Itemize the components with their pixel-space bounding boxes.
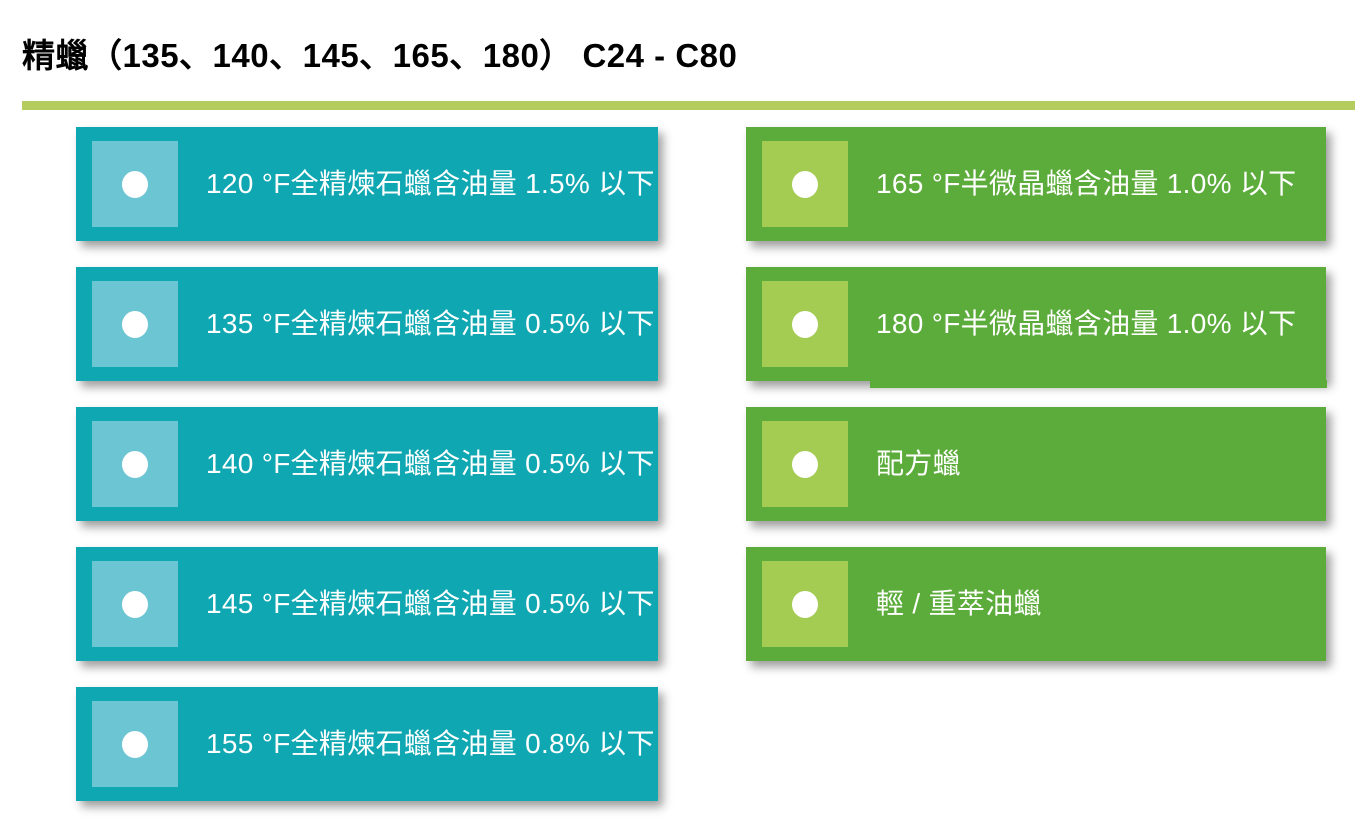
filled-circle-icon bbox=[122, 590, 148, 618]
filled-circle-icon bbox=[792, 310, 818, 338]
filled-circle-icon bbox=[792, 170, 818, 198]
list-item[interactable]: 180 °F半微晶蠟含油量 1.0% 以下 bbox=[746, 267, 1327, 388]
filled-circle-icon bbox=[792, 590, 818, 618]
bullet-icon-box bbox=[92, 701, 178, 787]
list-item[interactable]: 配方蠟 bbox=[746, 407, 1326, 521]
filled-circle-icon bbox=[122, 450, 148, 478]
list-item[interactable]: 120 °F全精煉石蠟含油量 1.5% 以下 bbox=[76, 127, 658, 241]
list-item-label: 145 °F全精煉石蠟含油量 0.5% 以下 bbox=[206, 588, 655, 620]
filled-circle-icon bbox=[122, 730, 148, 758]
list-item-label: 135 °F全精煉石蠟含油量 0.5% 以下 bbox=[206, 308, 655, 340]
filled-circle-icon bbox=[122, 310, 148, 338]
list-item-label: 120 °F全精煉石蠟含油量 1.5% 以下 bbox=[206, 168, 655, 200]
right-card-column: 165 °F半微晶蠟含油量 1.0% 以下 180 °F半微晶蠟含油量 1.0%… bbox=[746, 127, 1327, 661]
bullet-icon-box bbox=[92, 281, 178, 367]
title-underline-rule bbox=[22, 101, 1355, 110]
bullet-icon-box bbox=[92, 141, 178, 227]
list-item-label: 155 °F全精煉石蠟含油量 0.8% 以下 bbox=[206, 728, 655, 760]
list-item[interactable]: 165 °F半微晶蠟含油量 1.0% 以下 bbox=[746, 127, 1326, 241]
list-item[interactable]: 155 °F全精煉石蠟含油量 0.8% 以下 bbox=[76, 687, 658, 801]
bullet-icon-box bbox=[762, 561, 848, 647]
list-item-label: 配方蠟 bbox=[876, 448, 961, 480]
page-title: 精蠟（135、140、145、165、180） C24 - C80 bbox=[22, 37, 738, 74]
list-item[interactable]: 140 °F全精煉石蠟含油量 0.5% 以下 bbox=[76, 407, 658, 521]
list-item-label: 165 °F半微晶蠟含油量 1.0% 以下 bbox=[876, 168, 1297, 200]
list-item-label: 輕 / 重萃油蠟 bbox=[876, 588, 1042, 620]
bullet-icon-box bbox=[762, 281, 848, 367]
list-item-label: 180 °F半微晶蠟含油量 1.0% 以下 bbox=[876, 308, 1297, 340]
list-item-label: 140 °F全精煉石蠟含油量 0.5% 以下 bbox=[206, 448, 655, 480]
bullet-icon-box bbox=[762, 141, 848, 227]
bullet-icon-box bbox=[92, 561, 178, 647]
list-item[interactable]: 輕 / 重萃油蠟 bbox=[746, 547, 1326, 661]
bullet-icon-box bbox=[762, 421, 848, 507]
left-card-column: 120 °F全精煉石蠟含油量 1.5% 以下 135 °F全精煉石蠟含油量 0.… bbox=[76, 127, 658, 801]
list-item[interactable]: 135 °F全精煉石蠟含油量 0.5% 以下 bbox=[76, 267, 658, 381]
bullet-icon-box bbox=[92, 421, 178, 507]
list-item[interactable]: 145 °F全精煉石蠟含油量 0.5% 以下 bbox=[76, 547, 658, 661]
filled-circle-icon bbox=[792, 450, 818, 478]
filled-circle-icon bbox=[122, 170, 148, 198]
